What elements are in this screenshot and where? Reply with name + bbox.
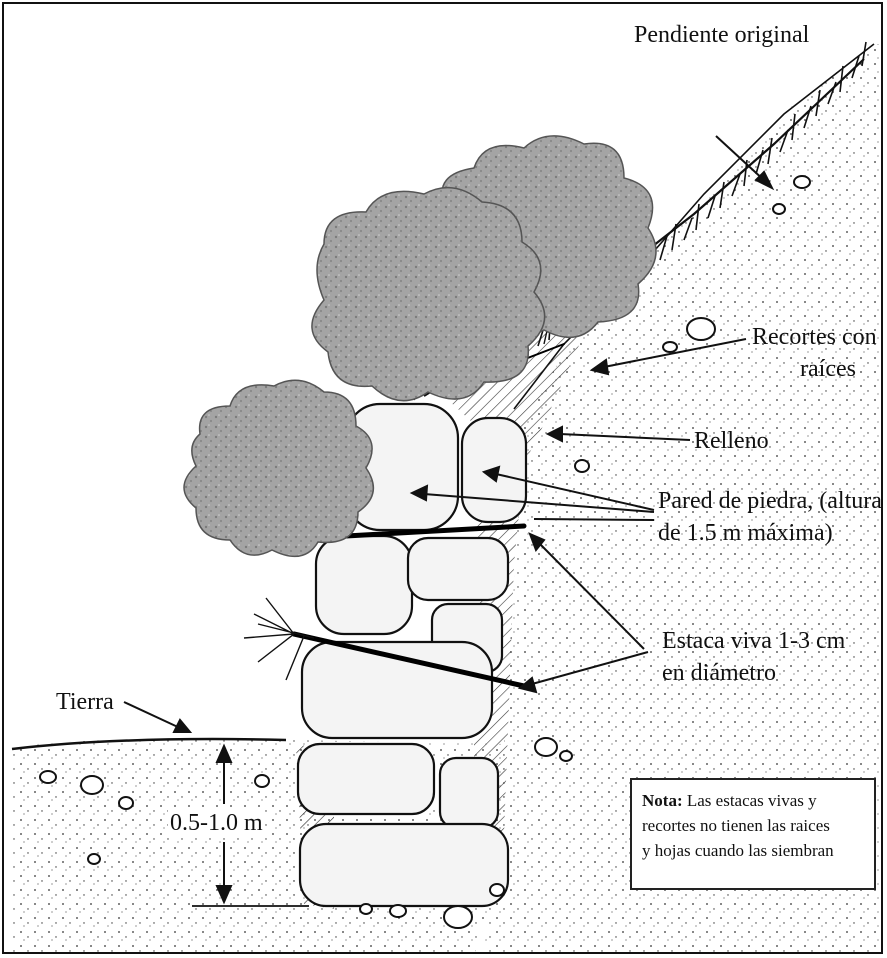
note-line3: y hojas cuando las siembran [642,838,866,863]
label-stone-wall-line1: Pared de piedra, (altura [658,486,882,516]
bush-middle [312,188,545,401]
label-depth: 0.5-1.0 m [168,808,265,838]
label-live-stake-line1: Estaca viva 1-3 cm [662,626,845,656]
note-line2: recortes no tienen las raices [642,813,866,838]
label-original-slope: Pendiente original [634,20,809,50]
label-fill: Relleno [694,426,769,456]
bush-left [184,380,373,556]
note-title: Nota: [642,791,683,810]
label-cuttings-line1: Recortes con [752,322,877,352]
label-soil: Tierra [56,687,114,717]
note-text1: Las estacas vivas y [683,791,817,810]
label-cuttings-line2: raíces [800,354,856,384]
note-line1: Nota: Las estacas vivas y [642,788,866,813]
label-stone-wall-line2: de 1.5 m máxima) [658,518,833,548]
note-box: Nota: Las estacas vivas y recortes no ti… [630,778,876,890]
ground-soil [12,738,304,954]
label-live-stake-line2: en diámetro [662,658,776,688]
